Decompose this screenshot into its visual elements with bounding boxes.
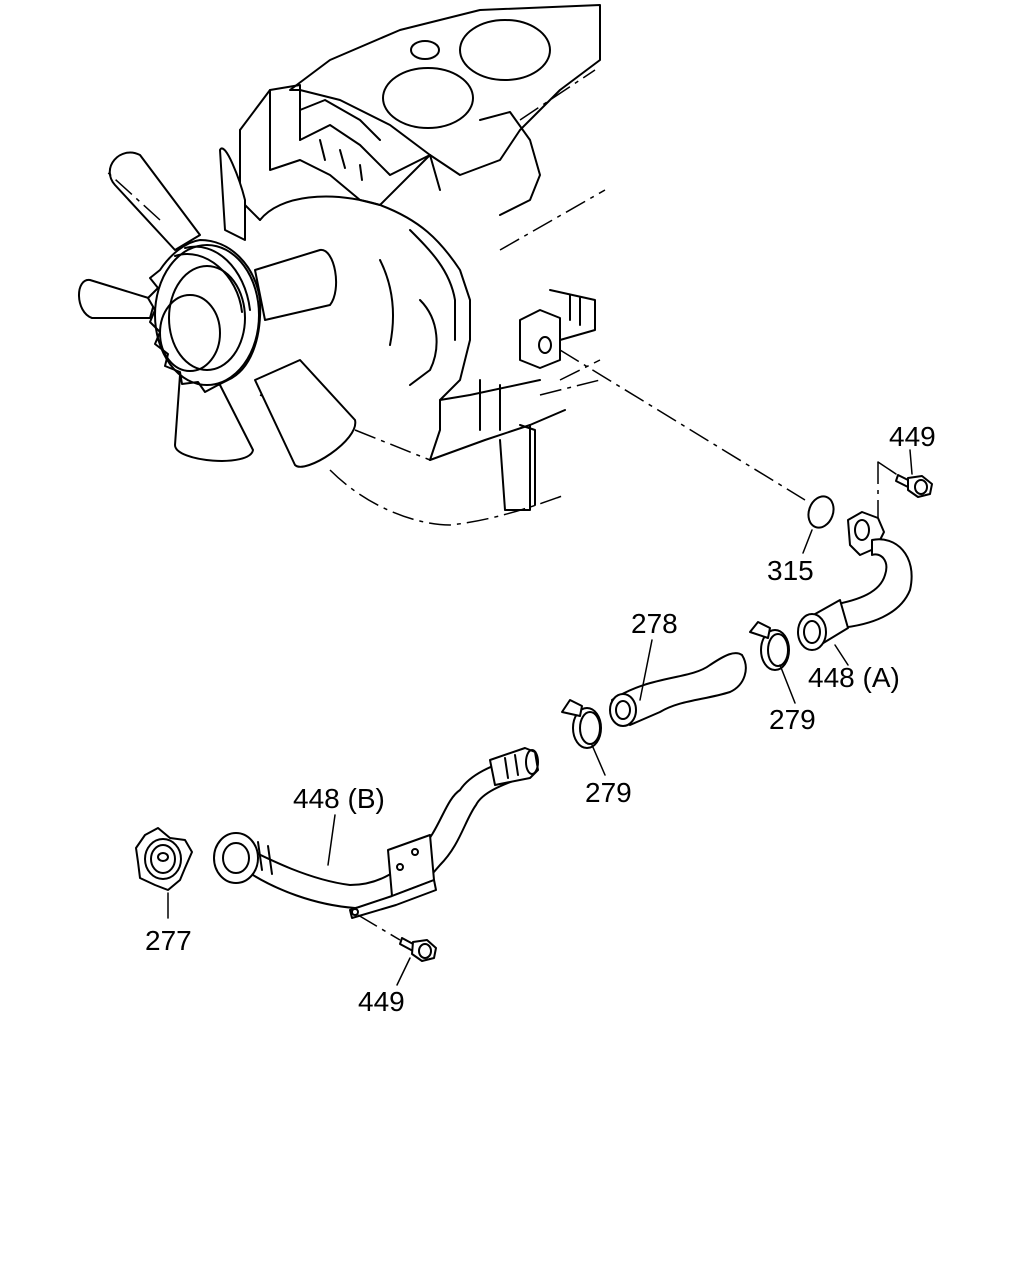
callout-448b: 448 (B) (293, 783, 385, 814)
callout-449-bottom: 449 (358, 986, 405, 1017)
pipe-a (797, 511, 913, 651)
cooling-fan (78, 147, 357, 468)
center-line (559, 349, 806, 501)
callout-448a: 448 (A) (808, 662, 900, 693)
callout-278: 278 (631, 608, 678, 639)
radiator-cap (135, 827, 193, 891)
callout-449-top: 449 (889, 421, 936, 452)
bolt-bottom (357, 914, 437, 962)
hose (609, 652, 747, 727)
leader-lines (167, 449, 913, 986)
clamp-left (561, 699, 602, 749)
bolt-top (895, 474, 933, 498)
callout-315: 315 (767, 555, 814, 586)
clamp-right (749, 621, 790, 671)
callout-277: 277 (145, 925, 192, 956)
callout-279-left: 279 (585, 777, 632, 808)
o-ring (807, 495, 835, 529)
pipe-b (213, 747, 539, 919)
callout-279-right: 279 (769, 704, 816, 735)
